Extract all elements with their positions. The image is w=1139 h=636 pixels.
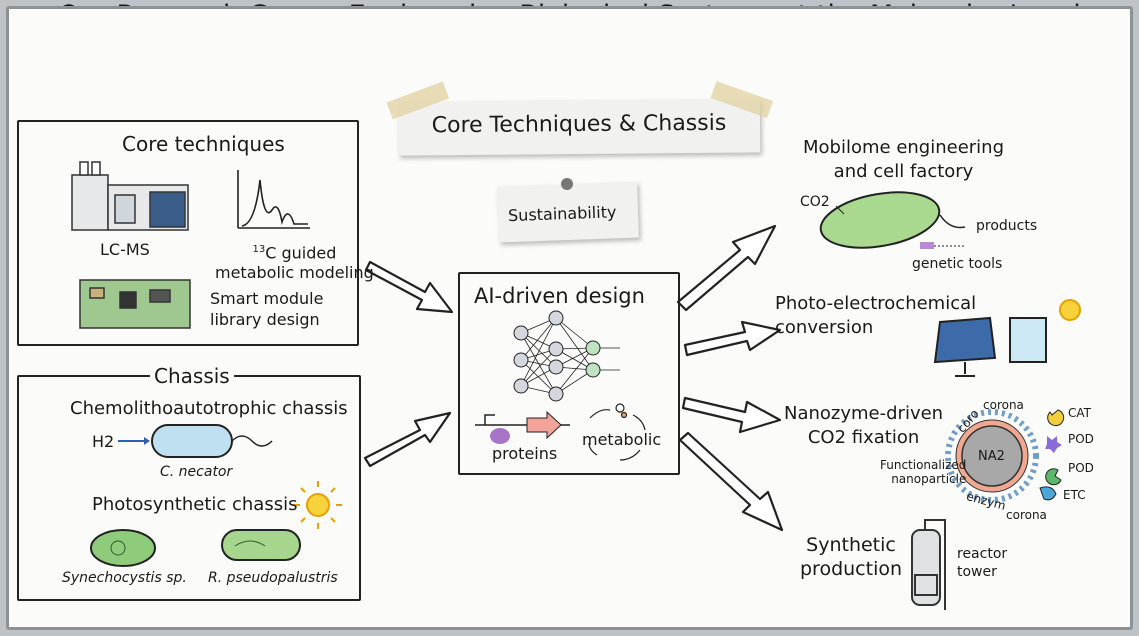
nano-line2: CO2 fixation	[807, 427, 920, 448]
metabolic-label: metabolic	[582, 430, 662, 449]
synechocystis-text: Synechocystis sp.	[62, 570, 187, 586]
products-label: products	[976, 218, 1038, 234]
core-techniques-heading: Core techniques	[122, 132, 285, 156]
pod1-label: POD	[1068, 432, 1094, 446]
genetic-tools-label: genetic tools	[912, 256, 1003, 272]
mobilome-heading: Mobilome engineering and cell factory	[803, 136, 1004, 184]
nano-heading: Nanozyme-driven CO2 fixation	[784, 402, 943, 450]
pec-line2: conversion	[775, 317, 874, 338]
reactor-tower-icon	[911, 519, 946, 610]
ai-design-panel	[458, 272, 680, 475]
sun-icon	[294, 481, 342, 529]
h2-label: H2	[92, 432, 115, 451]
sustainability-label: Sustainability	[507, 202, 617, 226]
smart-module-label: Smart module library design	[210, 288, 323, 330]
reactor-label: reactor tower	[957, 545, 1007, 581]
pod2-label: POD	[1068, 461, 1094, 475]
co2-label: CO2	[800, 194, 830, 210]
rpalustris-text: R. pseudopalustris	[208, 570, 338, 586]
gene-construct-icon	[475, 410, 570, 444]
c-necator-label: C. necator	[160, 464, 232, 480]
synth-line2: production	[800, 558, 903, 580]
nanoparticle-icon	[945, 409, 1065, 503]
cat-label: CAT	[1068, 406, 1091, 420]
rpalustris-cell-icon	[221, 529, 301, 561]
chassis-heading: Chassis	[150, 364, 234, 388]
corona-bottom-label: corona	[1006, 508, 1047, 522]
lcms-instrument-icon	[71, 161, 189, 231]
sustainability-note: Sustainability	[497, 177, 639, 243]
core-note-label: Core Techniques & Chassis	[431, 110, 727, 139]
chemo-chassis-label: Chemolithoautotrophic chassis	[70, 398, 348, 419]
synth-line1: Synthetic	[806, 534, 896, 556]
chromatogram-icon	[237, 170, 310, 229]
pec-heading: Photo-electrochemical conversion	[775, 292, 976, 340]
rpalustris-label: R. pseudopalustris	[208, 570, 338, 586]
pin-icon	[560, 177, 574, 191]
core-techniques-panel	[17, 120, 359, 346]
functionalized-line1: Functionalized	[880, 458, 967, 472]
nano-line1: Nanozyme-driven	[784, 403, 944, 424]
synechocystis-label: Synechocystis sp.	[62, 570, 187, 586]
flow-arrows	[363, 224, 784, 532]
solar-cell-icon	[933, 299, 1081, 377]
functionalized-label: Functionalized nanoparticle	[880, 458, 966, 486]
corona-top-label: corona	[983, 398, 1024, 412]
core-note: Core Techniques & Chassis	[386, 81, 774, 156]
cell-factory-icon	[819, 191, 966, 249]
synechocystis-cell-icon	[90, 529, 156, 567]
etc-label: ETC	[1063, 488, 1086, 502]
functionalized-line2: nanoparticle	[891, 472, 967, 486]
smart-line2: library design	[210, 310, 320, 329]
mobilome-line2: and cell factory	[833, 161, 974, 182]
reactor-line1: reactor	[957, 546, 1008, 562]
modeling-label: 13C guided metabolic modeling	[215, 240, 374, 283]
pec-line1: Photo-electrochemical	[775, 293, 977, 314]
mobilome-line1: Mobilome engineering	[803, 137, 1005, 158]
smart-line1: Smart module	[210, 289, 324, 308]
lcms-label: LC-MS	[100, 240, 150, 259]
proteins-label: proteins	[492, 444, 558, 463]
ai-design-heading: AI-driven design	[474, 284, 645, 308]
metabolic-cycle-icon	[588, 403, 646, 461]
circuit-board-icon	[79, 279, 191, 329]
neural-network-icon	[513, 310, 620, 402]
isotope-superscript: 13	[252, 244, 266, 255]
c-necator-cell-icon	[118, 424, 273, 458]
modeling-line1: C guided	[265, 243, 337, 263]
modeling-line2: metabolic modeling	[215, 263, 374, 283]
photo-chassis-label: Photosynthetic chassis	[92, 494, 298, 515]
synth-heading: Synthetic production	[800, 533, 902, 581]
na2-label: NA2	[978, 449, 1005, 464]
reactor-line2: tower	[957, 564, 997, 580]
c-necator-text: C. necator	[160, 464, 233, 480]
